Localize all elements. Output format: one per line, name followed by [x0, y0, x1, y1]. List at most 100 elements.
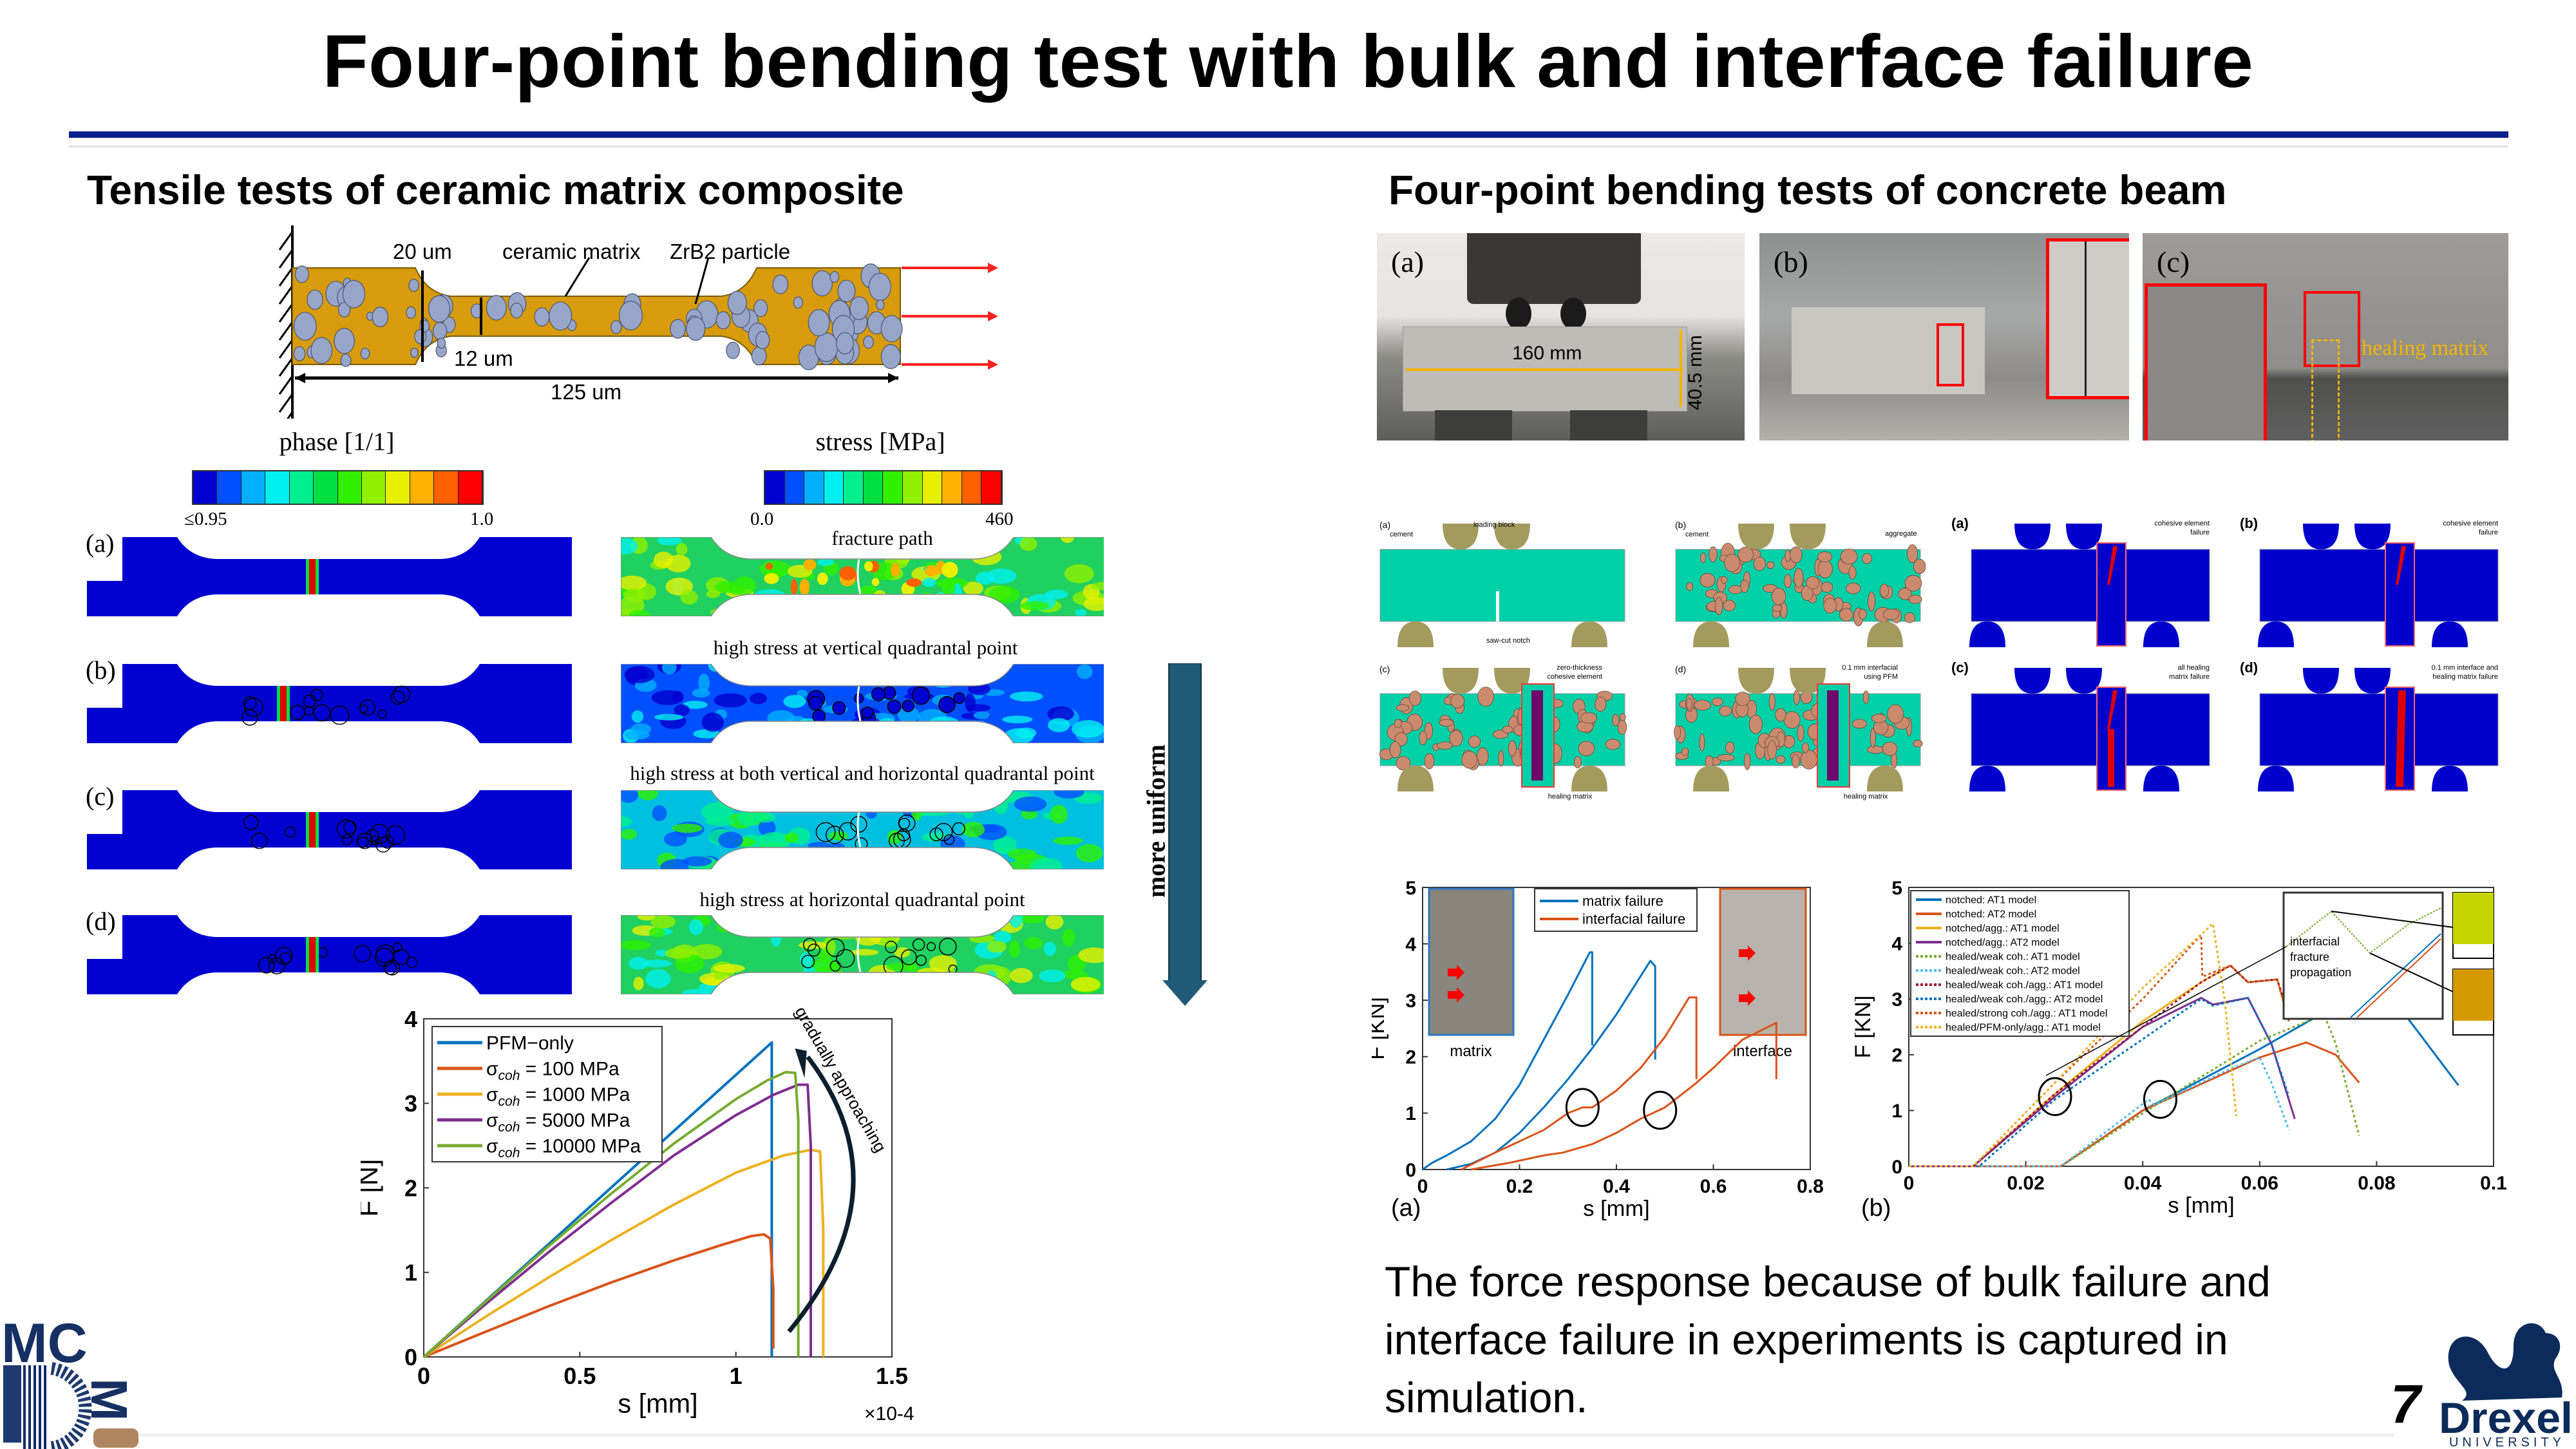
- particle: [900, 949, 917, 965]
- panel-label: (a): [1379, 520, 1390, 530]
- stress-blob: [867, 730, 902, 743]
- stress-blob: [750, 546, 761, 560]
- colorbar-cell: [942, 471, 962, 504]
- zrb2-particle: [793, 296, 803, 309]
- highlight-circle: [2038, 1077, 2072, 1116]
- zrb2-particle: [294, 265, 309, 283]
- legend-label: σcoh = 100 MPa: [486, 1059, 620, 1084]
- saw-cut-notch: [1496, 591, 1499, 621]
- stress-blob: [945, 601, 959, 612]
- particle: [902, 699, 914, 712]
- healing-failure: [2108, 729, 2114, 787]
- wall-hatch: [278, 267, 294, 287]
- stress-blob: [749, 692, 768, 705]
- stress-blob: [879, 978, 913, 991]
- aggregate: [1800, 750, 1817, 770]
- panel-note: cohesive element: [2443, 520, 2498, 527]
- stress-blob: [651, 690, 684, 705]
- inset-photo-interface: [1719, 887, 1807, 1036]
- aggregate: [1721, 576, 1728, 584]
- stress-blob: [829, 915, 861, 920]
- stress-blob: [956, 915, 972, 922]
- wall-hatch: [278, 303, 294, 323]
- loading-block: [1738, 524, 1774, 549]
- stress-hotspot: [803, 559, 817, 571]
- stress-blob: [922, 578, 936, 587]
- colorbar-cell: [883, 471, 904, 504]
- legend-box: [1534, 888, 1698, 932]
- x-tick-label: 0.2: [1506, 1176, 1533, 1197]
- zrb2-particle: [836, 332, 854, 355]
- stress-blob: [1039, 969, 1066, 983]
- colorbar-cell: [193, 471, 218, 504]
- particle: [885, 940, 898, 954]
- series-line-2: [1461, 996, 1698, 1171]
- y-tick-label: 4: [1405, 934, 1416, 955]
- stress-blob: [973, 711, 990, 719]
- legend-label: healed/weak coh.: AT1 model: [1946, 952, 2080, 963]
- aggregate: [1879, 583, 1889, 598]
- stress-blob: [1020, 915, 1045, 924]
- healing-matrix-label: healing matrix: [2362, 336, 2489, 360]
- particle-outline: [258, 956, 275, 974]
- zrb2-particle: [772, 274, 789, 294]
- stress-blob: [1078, 947, 1104, 963]
- panel-note: cement: [1390, 531, 1413, 538]
- stress-blob: [952, 979, 964, 987]
- x-tick-label: 0: [1417, 1176, 1428, 1197]
- colorbar-cell: [863, 471, 884, 504]
- aggregate: [1776, 755, 1786, 764]
- aggregate: [1785, 549, 1791, 562]
- stress-hotspot: [906, 578, 922, 587]
- crack-band-core: [280, 686, 287, 721]
- stress-blob: [732, 602, 763, 616]
- stress-blob: [811, 959, 841, 971]
- pointer-line: [2045, 946, 2287, 1076]
- loading-block: [2303, 524, 2339, 549]
- inset-curve: [2356, 938, 2441, 1018]
- aggregate: [1477, 687, 1494, 707]
- zrb2-particle: [880, 344, 901, 370]
- stress-blob: [929, 955, 957, 972]
- aggregate: [1768, 693, 1776, 711]
- loading-block: [2303, 668, 2339, 694]
- stress-field-panel: [621, 790, 1104, 869]
- healing-matrix: [1827, 690, 1839, 781]
- aggregate: [1620, 713, 1626, 721]
- label-mask: [87, 915, 122, 959]
- aggregate: [1617, 719, 1627, 735]
- right-heading: Four-point bending tests of concrete bea…: [1388, 167, 2227, 213]
- stress-blob: [988, 585, 1020, 604]
- svg-text:Drexel: Drexel: [2439, 1394, 2573, 1443]
- stress-blob: [744, 537, 775, 544]
- support-block: [1571, 766, 1607, 791]
- annotation-horizontal-quadrantal: high stress at horizontal quadrantal poi…: [699, 888, 1025, 911]
- stress-blob: [906, 597, 921, 605]
- support-block: [2143, 766, 2179, 791]
- panel-note: healing matrix: [1844, 793, 1888, 800]
- stress-blob: [624, 665, 655, 683]
- y-tick-label: 0: [404, 1344, 417, 1370]
- stress-blob: [797, 690, 808, 697]
- legend-label: notched: AT1 model: [1946, 895, 2036, 906]
- stress-blob: [783, 724, 810, 741]
- stress-blob: [967, 683, 990, 696]
- svg-text:M: M: [80, 1378, 138, 1421]
- stress-blob: [729, 585, 745, 595]
- panel-note: saw-cut notch: [1486, 637, 1530, 645]
- particle: [898, 814, 916, 832]
- loading-block: [2066, 524, 2102, 549]
- stress-field-panel: [621, 537, 1104, 616]
- y-tick-label: 2: [1405, 1047, 1416, 1068]
- stress-blob: [1062, 929, 1075, 947]
- aggregate: [1904, 574, 1922, 592]
- zoom-inset: [2096, 542, 2126, 647]
- aggregate: [1862, 553, 1872, 564]
- stress-blob: [683, 856, 712, 867]
- aggregate: [1871, 714, 1887, 723]
- neck-label: 12 um: [454, 346, 513, 370]
